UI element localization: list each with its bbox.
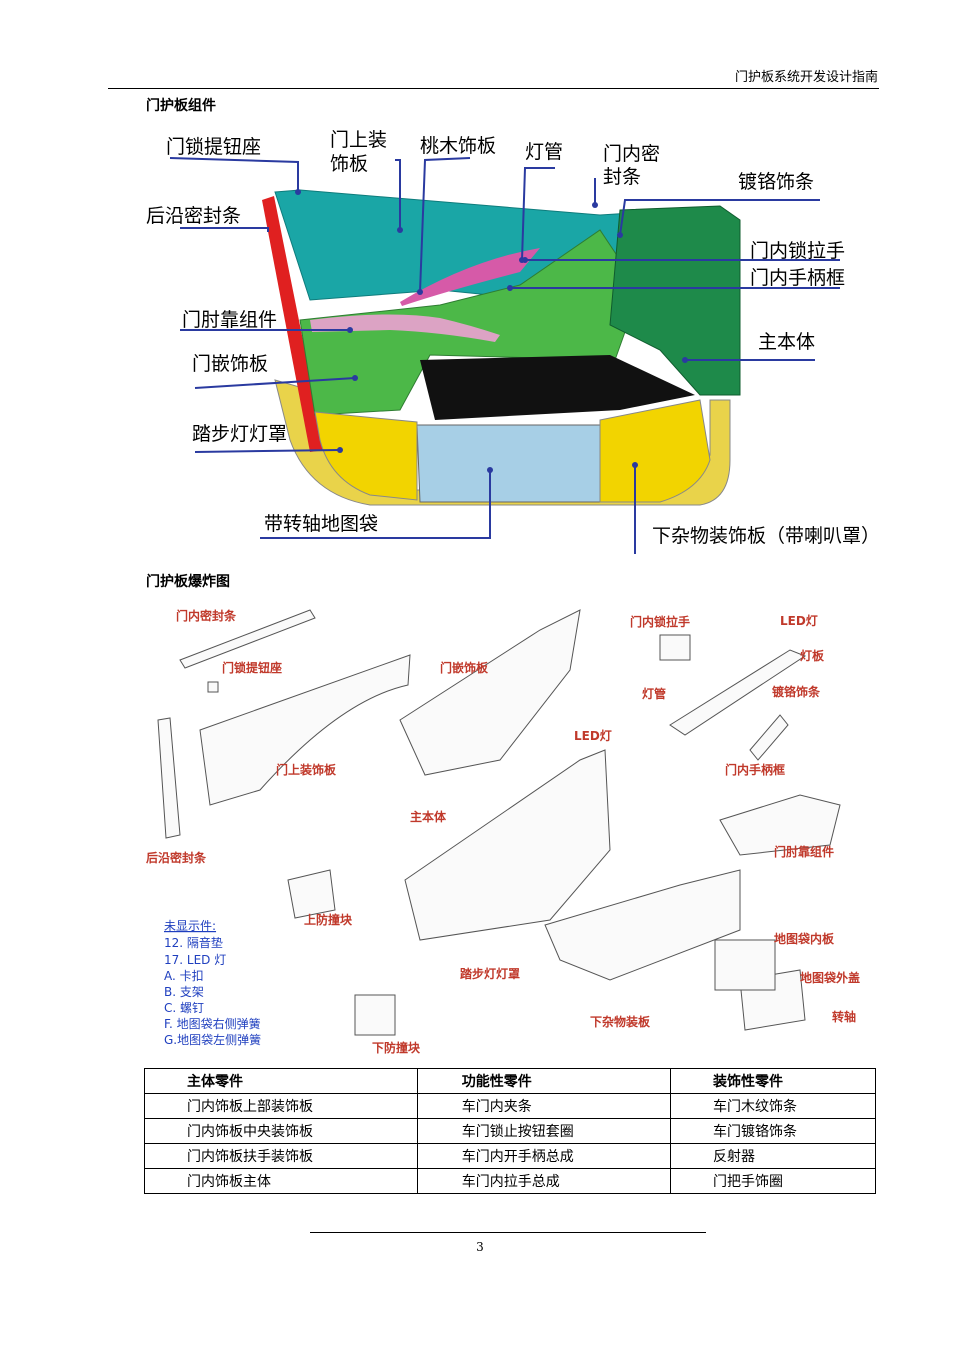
table-cell: 车门内拉手总成	[416, 1168, 672, 1194]
exp-label-main-body: 主本体	[410, 809, 447, 824]
label-inner-handle-frame: 门内手柄框	[750, 267, 845, 289]
table-cell: 车门木纹饰条	[670, 1093, 876, 1119]
label-inner-lock-handle: 门内锁拉手	[750, 240, 845, 262]
note-item: B. 支架	[164, 985, 204, 999]
table-cell: 门把手饰圈	[670, 1168, 876, 1194]
exp-label-inner-seal: 门内密封条	[176, 608, 237, 623]
table-row: 门内饰板上部装饰板 车门内夹条 车门木纹饰条	[144, 1093, 876, 1119]
exp-label-lock-knob: 门锁提钮座	[222, 660, 282, 675]
label-light-tube: 灯管	[525, 141, 563, 163]
label-insert-panel: 门嵌饰板	[192, 353, 268, 375]
parts-classification-table: 主体零件 功能性零件 装饰性零件 门内饰板上部装饰板 车门内夹条 车门木纹饰条 …	[144, 1068, 876, 1194]
page-number: 3	[476, 1240, 484, 1254]
exp-label-upper-trim: 门上装饰板	[276, 762, 337, 777]
section-title-assembly: 门护板组件	[146, 98, 216, 114]
table-row: 门内饰板主体 车门内拉手总成 门把手饰圈	[144, 1168, 876, 1194]
table-header-cell: 装饰性零件	[670, 1068, 876, 1094]
exp-label-lower-storage: 下杂物装板	[590, 1014, 651, 1029]
table-cell: 车门镀铬饰条	[670, 1118, 876, 1144]
note-item: F. 地图袋右侧弹簧	[164, 1016, 261, 1031]
exp-label-insert-panel: 门嵌饰板	[440, 660, 489, 675]
assembly-diagram: 门锁提钮座 门上装 饰板 桃木饰板 灯管 门内密 封条 镀铬饰条 后沿密封条 门…	[146, 129, 880, 554]
label-main-body: 主本体	[758, 331, 815, 353]
table-cell: 门内饰板扶手装饰板	[144, 1143, 418, 1169]
exploded-diagram: 门内密封条 门锁提钮座 门嵌饰板 门内锁拉手 LED灯 灯板 镀铬饰条 灯管 L…	[146, 608, 860, 1055]
exp-label-chrome-strip: 镀铬饰条	[772, 684, 821, 699]
exp-label-handle-frame: 门内手柄框	[725, 762, 785, 777]
label-elbow-rest: 门肘靠组件	[182, 309, 277, 331]
label-upper-trim-2: 饰板	[330, 153, 368, 175]
header-rule	[108, 88, 879, 89]
door-trim-assembly-figure: 门锁提钮座 门上装 饰板 桃木饰板 灯管 门内密 封条 镀铬饰条 后沿密封条 门…	[140, 120, 880, 560]
table-row: 门内饰板中央装饰板 车门锁止按钮套圈 车门镀铬饰条	[144, 1118, 876, 1144]
table-cell: 反射器	[670, 1143, 876, 1169]
label-inner-seal-2: 封条	[603, 166, 641, 188]
note-item: A. 卡扣	[164, 969, 204, 983]
label-wood-trim: 桃木饰板	[420, 135, 496, 157]
label-step-lamp-cover: 踏步灯灯罩	[192, 423, 287, 445]
table-cell: 门内饰板中央装饰板	[144, 1118, 418, 1144]
label-rear-seal: 后沿密封条	[146, 205, 241, 227]
label-lower-storage-trim: 下杂物装饰板（带喇叭罩）	[652, 525, 880, 547]
exp-label-led-1: LED灯	[780, 613, 818, 628]
table-header-cell: 主体零件	[144, 1068, 418, 1094]
note-item: 17. LED 灯	[164, 953, 226, 967]
exp-label-pivot: 转轴	[832, 1009, 856, 1024]
note-item: C. 螺钉	[164, 1001, 204, 1015]
label-inner-seal-1: 门内密	[603, 143, 660, 165]
table-cell: 门内饰板主体	[144, 1168, 418, 1194]
exp-label-map-cover: 地图袋外盖	[800, 970, 860, 985]
exp-label-light-tube: 灯管	[642, 686, 666, 701]
table-header-row: 主体零件 功能性零件 装饰性零件	[144, 1068, 876, 1094]
notes-title: 未显示件:	[164, 919, 216, 933]
exp-label-light-board: 灯板	[800, 648, 825, 663]
table-cell: 车门锁止按钮套圈	[416, 1118, 672, 1144]
exp-label-step-lamp: 踏步灯灯罩	[460, 966, 520, 981]
table-cell: 车门内开手柄总成	[416, 1143, 672, 1169]
exp-label-rear-seal: 后沿密封条	[146, 850, 207, 865]
label-lock-knob-base: 门锁提钮座	[166, 136, 261, 158]
table-row: 门内饰板扶手装饰板 车门内开手柄总成 反射器	[144, 1143, 876, 1169]
exp-label-upper-bumper: 上防撞块	[304, 912, 353, 927]
note-item: G.地图袋左侧弹簧	[164, 1032, 261, 1047]
label-upper-trim-1: 门上装	[330, 129, 387, 151]
exploded-view-figure: 门内密封条 门锁提钮座 门嵌饰板 门内锁拉手 LED灯 灯板 镀铬饰条 灯管 L…	[140, 600, 880, 1060]
label-map-pocket: 带转轴地图袋	[264, 513, 378, 535]
table-header-cell: 功能性零件	[416, 1068, 672, 1094]
label-chrome-strip: 镀铬饰条	[738, 171, 814, 193]
exp-label-lower-bumper: 下防撞块	[372, 1040, 421, 1055]
note-item: 12. 隔音垫	[164, 935, 223, 950]
table-cell: 门内饰板上部装饰板	[144, 1093, 418, 1119]
exp-label-elbow-rest: 门肘靠组件	[774, 844, 834, 859]
running-header: 门护板系统开发设计指南	[734, 70, 878, 85]
exp-label-inner-lock-handle: 门内锁拉手	[630, 614, 690, 629]
exp-label-led-2: LED灯	[574, 728, 612, 743]
footer-rule	[310, 1232, 706, 1233]
table-cell: 车门内夹条	[416, 1093, 672, 1119]
section-title-exploded: 门护板爆炸图	[146, 574, 230, 590]
exp-label-map-inner: 地图袋内板	[774, 931, 835, 946]
